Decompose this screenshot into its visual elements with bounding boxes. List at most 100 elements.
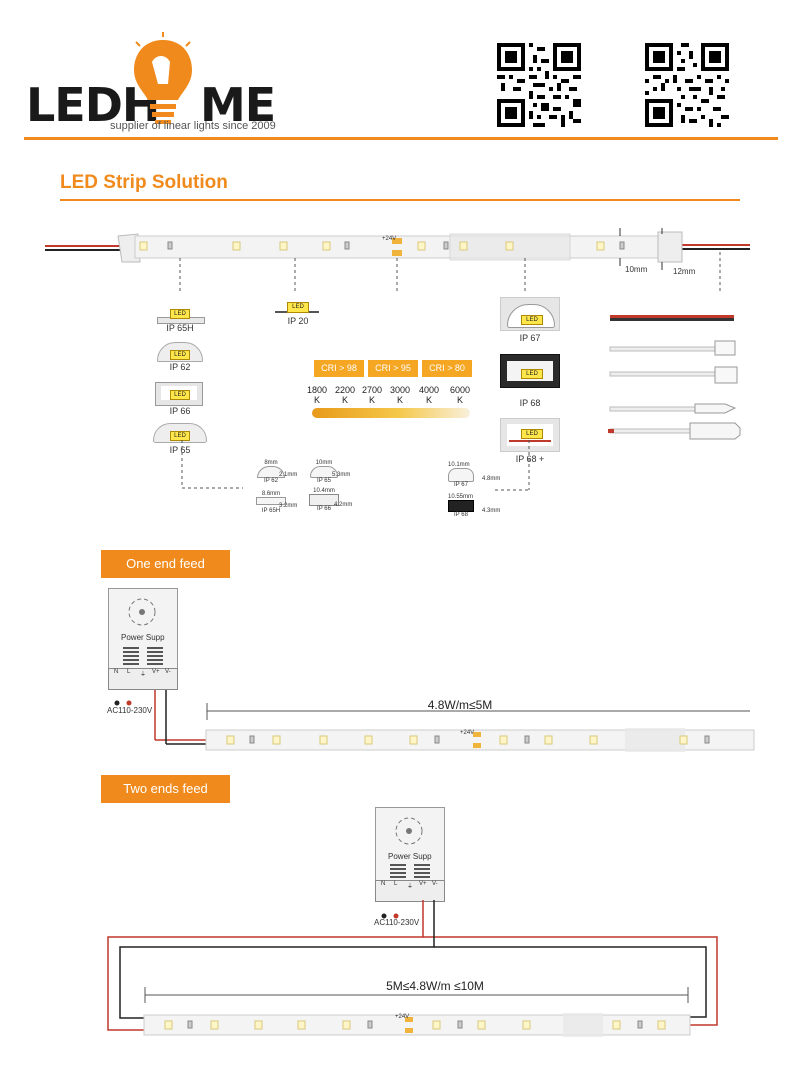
power-supply: Power Supp xyxy=(108,588,178,682)
length-label: 4.8W/m≤5M xyxy=(427,698,493,712)
led-chip: LED xyxy=(521,429,543,439)
dim-width: 8.6mm xyxy=(261,491,281,497)
led-chip: LED xyxy=(521,369,543,379)
ip-profile-ip66: LED IP 66 xyxy=(155,382,205,416)
two-ends-strip xyxy=(143,1013,691,1037)
bulb-icon xyxy=(128,32,198,132)
ip-label: IP 20 xyxy=(287,316,309,326)
length-label: 5M≤4.8W/m ≤10M xyxy=(386,979,484,993)
logo: LEDH xyxy=(26,78,160,132)
ip-label: IP 66 xyxy=(169,406,191,416)
dim-name: IP 65H xyxy=(261,508,281,514)
cct-unit: K xyxy=(456,395,463,405)
dim-card: 10.1mm IP 67 4.8mm xyxy=(448,462,500,492)
terminal-label: V- xyxy=(165,669,171,675)
top-strip-diagram xyxy=(45,228,750,294)
cri-box: CRI > 98 xyxy=(314,360,364,377)
ip-profile-ip65h: LED IP 65H xyxy=(157,307,205,333)
cct-gradient-bar xyxy=(312,408,470,418)
cct-temp: 4000 xyxy=(418,385,440,395)
dim-width: 10mm xyxy=(315,460,333,466)
dim-height: 4.3mm xyxy=(482,508,501,514)
dim-height: 4.2mm xyxy=(334,502,353,508)
dim-name: IP 66 xyxy=(317,506,331,512)
cct-unit: K xyxy=(368,395,375,405)
dim-width: 10.4mm xyxy=(313,488,335,494)
fan-icon xyxy=(392,816,426,846)
ip-profile-ip20: LED IP 20 xyxy=(275,302,321,326)
dim-name: IP 65 xyxy=(317,478,331,484)
terminal-label: N xyxy=(114,669,119,675)
header-divider xyxy=(24,137,778,140)
voltage-label: +24V xyxy=(395,1014,410,1020)
dim-width: 8mm xyxy=(264,460,278,466)
led-chip: LED xyxy=(170,390,190,400)
terminal-label: L xyxy=(394,881,398,887)
cri-box: CRI > 95 xyxy=(368,360,418,377)
led-chip: LED xyxy=(521,315,543,325)
led-chip: LED xyxy=(170,350,190,360)
dim-card: 8mm IP 62 2.1mm xyxy=(245,460,297,490)
terminal-label: V+ xyxy=(152,669,160,675)
connector-wires xyxy=(608,315,741,440)
logo-text-left: LEDH xyxy=(26,78,160,132)
terminal-label: N xyxy=(381,881,386,887)
ip-profile-ip68: LED IP 68 xyxy=(500,354,560,408)
title-underline xyxy=(60,199,740,201)
dim-card: 10.55mm IP 68 4.3mm xyxy=(448,494,500,524)
section-title: LED Strip Solution xyxy=(60,172,228,193)
ac-label: AC110-230V xyxy=(107,706,153,715)
one-end-strip xyxy=(205,728,755,752)
led-chip: LED xyxy=(287,302,309,313)
two-ends-wiring xyxy=(107,900,718,1031)
led-chip: LED xyxy=(170,309,190,319)
led-chip: LED xyxy=(170,431,190,441)
voltage-label: +24V xyxy=(382,236,397,242)
cct-temp: 6000 xyxy=(449,385,471,395)
cct-temp: 2700 xyxy=(361,385,383,395)
dims-leaders-right xyxy=(495,440,530,491)
cct-temp: 2200 xyxy=(334,385,356,395)
terminal-label: L xyxy=(127,669,131,675)
psu-terminals: N L ⏚ V+ V- xyxy=(375,880,445,902)
cct-unit: K xyxy=(341,395,348,405)
dim-10mm-label: 10mm xyxy=(625,265,648,274)
ip-label: IP 65 xyxy=(169,445,191,455)
dim-width: 10.1mm xyxy=(448,462,470,468)
header: LEDH ME supplier of linear lights since … xyxy=(0,0,800,145)
logo-text-right: ME xyxy=(200,78,276,132)
ip-label: IP 67 xyxy=(519,333,541,343)
cct-unit: K xyxy=(313,395,320,405)
ip-label: IP 68 xyxy=(519,398,541,408)
qr-code-icon xyxy=(645,43,729,127)
tagline: supplier of linear lights since 2009 xyxy=(110,120,276,132)
cct-temp: 1800 xyxy=(306,385,328,395)
dim-name: IP 67 xyxy=(454,482,468,488)
dim-height: 4.8mm xyxy=(482,476,501,482)
terminal-label: ⏚ xyxy=(407,884,414,890)
one-end-wiring xyxy=(114,690,750,745)
terminal-label: V- xyxy=(432,881,438,887)
dims-leaders-left xyxy=(181,440,243,489)
ac-label: AC110-230V xyxy=(374,918,420,927)
cct-unit: K xyxy=(425,395,432,405)
two-ends-feed-button[interactable]: Two ends feed xyxy=(101,775,230,803)
ip-profile-ip67: LED IP 67 xyxy=(500,297,560,343)
psu-label: Power Supp xyxy=(388,852,432,861)
dim-name: IP 68 xyxy=(454,512,468,518)
cri-box: CRI > 80 xyxy=(422,360,472,377)
dim-height: 3.2mm xyxy=(279,503,298,509)
ip-profile-ip65: LED IP 65 xyxy=(153,423,207,455)
ip-profile-ip62: LED IP 62 xyxy=(157,342,203,372)
dim-card: 10mm IP 65 5.3mm xyxy=(298,460,350,490)
cct-temp: 3000 xyxy=(389,385,411,395)
dim-card: 10.4mm IP 66 4.2mm xyxy=(298,488,353,520)
ip-label: IP 68 + xyxy=(515,454,545,464)
terminal-label: V+ xyxy=(419,881,427,887)
dim-12mm-label: 12mm xyxy=(673,267,696,276)
dim-width: 10.55mm xyxy=(448,494,474,500)
one-end-feed-button[interactable]: One end feed xyxy=(101,550,230,578)
dim-height: 5.3mm xyxy=(332,472,351,478)
voltage-label: +24V xyxy=(460,730,475,736)
